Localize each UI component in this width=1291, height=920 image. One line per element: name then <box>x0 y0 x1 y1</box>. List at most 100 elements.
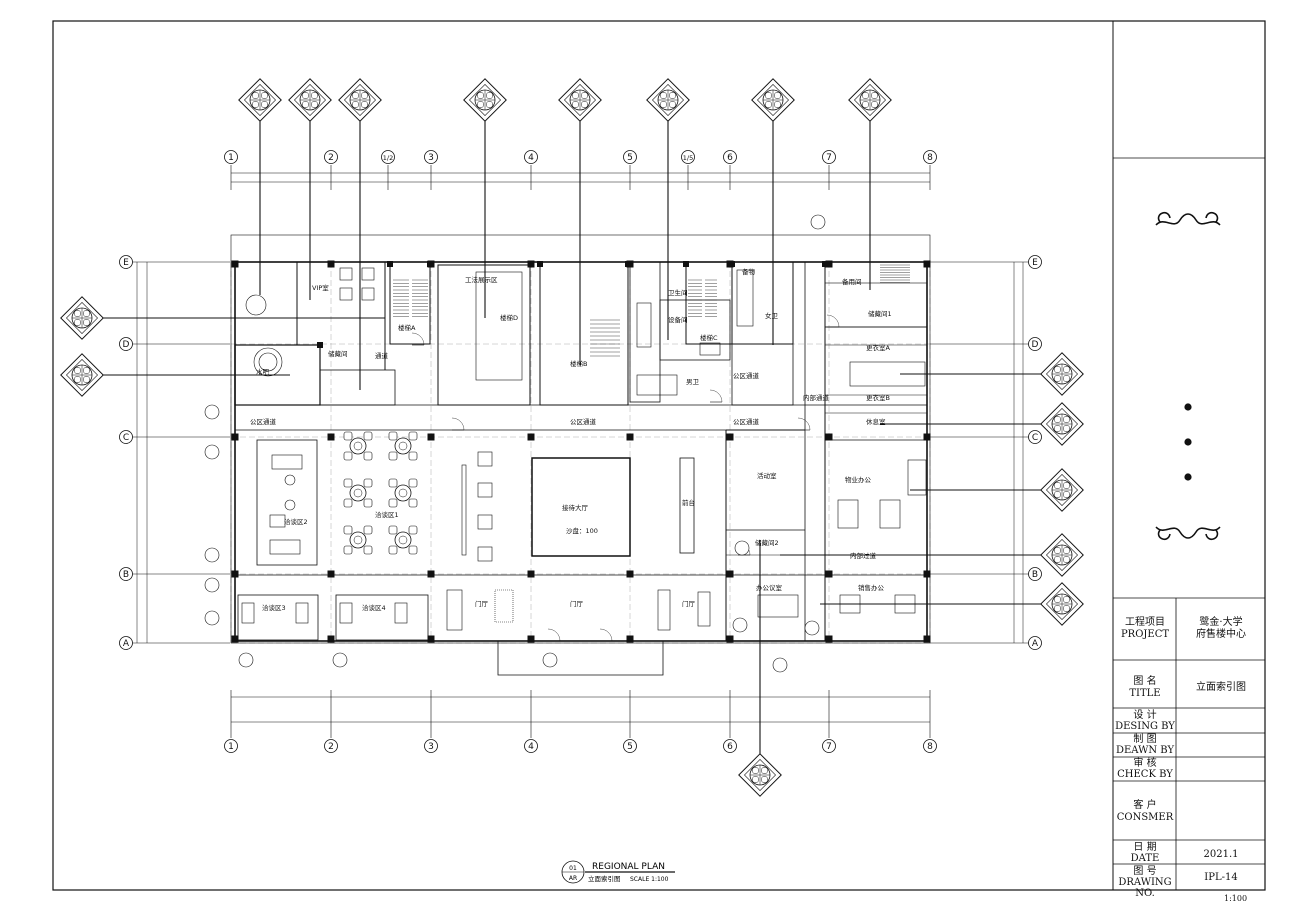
label-water-bar: 水吧 <box>256 367 270 376</box>
grid-bubble-top-0: 1 <box>224 150 238 164</box>
grid-bubble-left-0-label: E <box>123 258 129 268</box>
grid-bubble-top-6-label: 1/5 <box>683 154 693 162</box>
label-equip-room: 设备间 <box>668 315 688 324</box>
column <box>427 570 435 578</box>
label-nego-3: 洽谈区3 <box>262 603 286 612</box>
grid-bubble-top-5-label: 5 <box>627 153 633 163</box>
label-male-wc: 男卫 <box>686 378 700 386</box>
date-label: 日 期 DATE <box>1115 842 1175 864</box>
drawing-title-value: 立面索引图 <box>1196 682 1246 693</box>
grid-bubble-top-8: 7 <box>822 150 836 164</box>
grid-bubble-bottom-7-label: 8 <box>927 742 933 752</box>
label-nego-1: 洽谈区1 <box>375 510 399 519</box>
grid-bubble-top-2-label: 1/2 <box>383 154 393 162</box>
drawing-scale: SCALE 1:100 <box>630 876 669 883</box>
column <box>923 260 931 268</box>
column <box>729 261 735 267</box>
label-sales-office: 销售办公 <box>858 583 885 592</box>
column <box>327 433 335 441</box>
column <box>726 433 734 441</box>
grid-bubble-left-3-label: B <box>123 570 129 580</box>
label-sand-table: 沙盘：100 <box>566 526 598 535</box>
title-label-en: TITLE <box>1129 688 1161 699</box>
grid-bubble-top-6: 1/5 <box>681 150 695 164</box>
grid-bubble-bottom-1: 2 <box>324 739 338 753</box>
grid-bubble-top-1-label: 2 <box>328 153 334 163</box>
column <box>726 570 734 578</box>
furniture <box>241 267 927 631</box>
column <box>231 635 239 643</box>
label-inner-corridor-1: 内部通道 <box>803 393 830 402</box>
grid-bubble-top-1: 2 <box>324 150 338 164</box>
title-label-cn: 图 名 <box>1133 676 1157 687</box>
column <box>231 570 239 578</box>
date-label-en: DATE <box>1130 853 1160 864</box>
label-locker-b: 更衣室B <box>866 393 890 402</box>
label-meeting: 办公议室 <box>756 583 783 592</box>
grid-bubble-right-0: E <box>1028 255 1042 269</box>
column <box>527 433 535 441</box>
check-label-en: CHECK BY <box>1117 769 1173 780</box>
room-labels: VIP室 工法展示区 楼梯A 楼梯B 楼梯C 楼梯D 男卫 女卫 卫生间 通道 … <box>250 267 892 612</box>
drawing-no-value: IPL-14 <box>1204 872 1238 883</box>
project-label-en: PROJECT <box>1120 629 1170 640</box>
grid-bubble-bottom-1-label: 2 <box>328 742 334 752</box>
drawing-title: 01 AR REGIONAL PLAN 立面索引图 SCALE 1:100 <box>561 860 675 884</box>
grid-bubble-right-3: B <box>1028 567 1042 581</box>
client-label-cn: 客 户 <box>1133 800 1157 811</box>
grid-bubble-left-4-label: A <box>123 639 130 649</box>
column <box>923 635 931 643</box>
column <box>527 570 535 578</box>
label-storage-2: 储藏间2 <box>755 538 779 547</box>
label-spare: 备用间 <box>842 277 862 286</box>
drawing-index-sheet: AR <box>569 875 577 882</box>
grid-bubble-top-4: 4 <box>524 150 538 164</box>
label-storage-a: 储藏间 <box>328 349 348 358</box>
design-label: 设 计 DESING BY <box>1115 710 1175 732</box>
column <box>825 260 833 268</box>
column <box>317 342 323 348</box>
drawing-no-label-en: DRAWING NO. <box>1118 877 1172 899</box>
stair-b-treads <box>590 319 620 357</box>
stair-a-treads-2 <box>412 279 428 317</box>
title-block-lines <box>1113 157 1265 890</box>
check-label-cn: 审 核 <box>1133 758 1157 769</box>
label-property: 物业办公 <box>845 475 872 484</box>
project-label: 工程项目 PROJECT <box>1115 617 1175 641</box>
grid-bubble-right-3-label: B <box>1032 570 1038 580</box>
column <box>527 635 535 643</box>
column <box>231 260 239 268</box>
column <box>822 261 828 267</box>
column <box>327 260 335 268</box>
label-inner-corridor-2: 内部过道 <box>850 551 877 560</box>
column <box>626 433 634 441</box>
label-public-corridor-4: 公区通道 <box>733 371 760 380</box>
column <box>626 570 634 578</box>
grid-bubble-bottom-0: 1 <box>224 739 238 753</box>
label-bath: 卫生间 <box>668 288 688 297</box>
label-female-wc: 女卫 <box>765 311 779 320</box>
grid-bubble-bottom-4-label: 5 <box>627 742 633 752</box>
label-nego-4: 洽谈区4 <box>362 603 386 612</box>
date-label-cn: 日 期 <box>1133 842 1157 853</box>
grid-bubble-bottom-3: 4 <box>524 739 538 753</box>
grid-bubble-bottom-6-label: 7 <box>826 742 832 752</box>
elevation-reference-lines <box>82 100 1062 775</box>
grid-bubble-bottom-6: 7 <box>822 739 836 753</box>
grid-bubble-right-4: A <box>1028 636 1042 650</box>
grid-bubble-top-0-label: 1 <box>228 153 234 163</box>
label-vip: VIP室 <box>312 283 329 292</box>
grid-bubble-left-1-label: D <box>123 340 130 350</box>
footer-scale: 1:100 <box>1224 894 1248 903</box>
column <box>527 260 535 268</box>
grid-bubble-right-0-label: E <box>1032 258 1038 268</box>
grid-bubble-bottom-0-label: 1 <box>228 742 234 752</box>
section-markers <box>204 214 826 673</box>
grid-bubble-top-9: 8 <box>923 150 937 164</box>
column <box>427 261 433 267</box>
grid-bubble-right-1: D <box>1028 337 1042 351</box>
grid-bubble-right-2-label: C <box>1032 433 1038 443</box>
label-equip: 备物 <box>742 267 756 276</box>
grid-bubble-top-8-label: 7 <box>826 153 832 163</box>
